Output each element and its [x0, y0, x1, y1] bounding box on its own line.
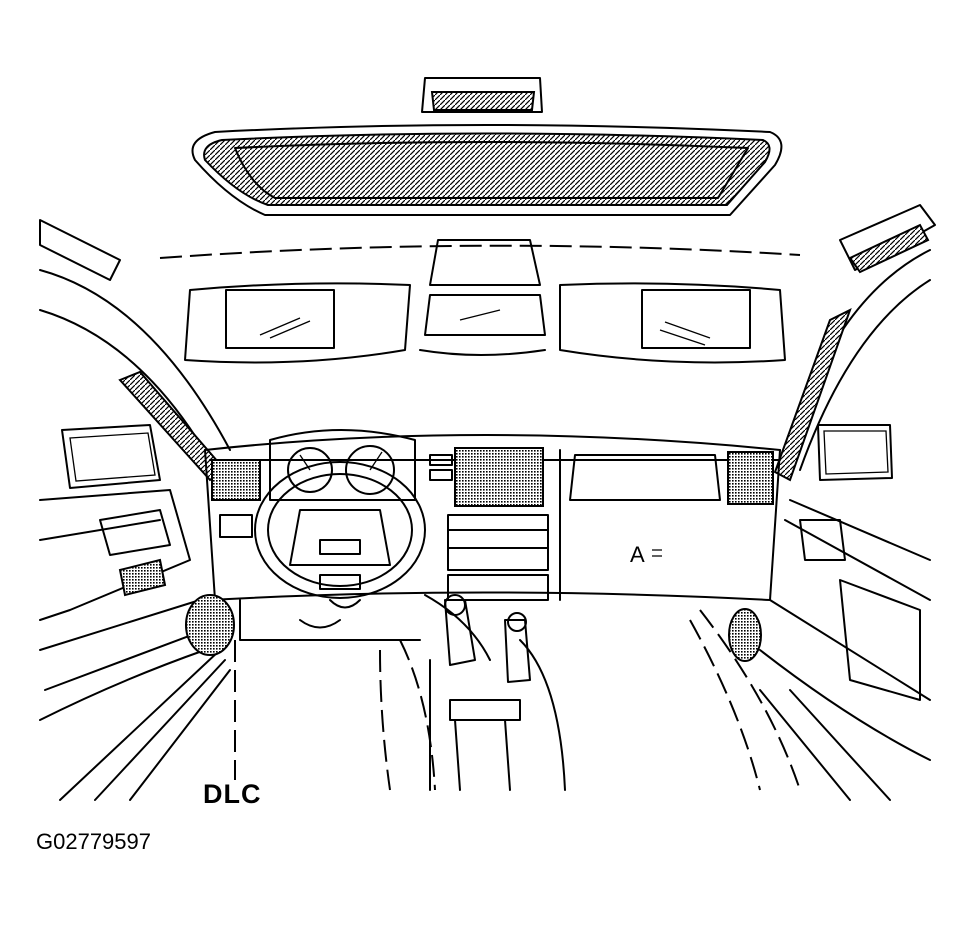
center-console-floor — [239, 594, 801, 791]
side-mirror-left — [61, 424, 161, 489]
steering-wheel — [254, 461, 426, 599]
speaker-left — [185, 594, 235, 656]
door-panel-right — [759, 499, 931, 801]
figure-id: G02779597 — [36, 829, 151, 854]
left-air-vent — [211, 459, 261, 538]
side-mirror-right — [817, 424, 893, 481]
sun-visor-left — [184, 282, 411, 364]
windshield-header-line — [159, 244, 801, 259]
sun-visor-right — [559, 282, 786, 364]
dash-label-a: A — [630, 542, 645, 567]
speaker-right — [728, 608, 762, 662]
a-pillar-right — [773, 204, 936, 482]
dashboard — [204, 434, 781, 601]
rearview-mirror — [191, 77, 783, 216]
a-pillar-left — [39, 219, 231, 482]
passenger-dash-panel: A — [569, 451, 774, 567]
door-panel-left — [39, 489, 231, 801]
dlc-callout: DLC — [203, 779, 262, 809]
center-console-overhead — [419, 239, 546, 356]
center-stack — [429, 447, 549, 601]
